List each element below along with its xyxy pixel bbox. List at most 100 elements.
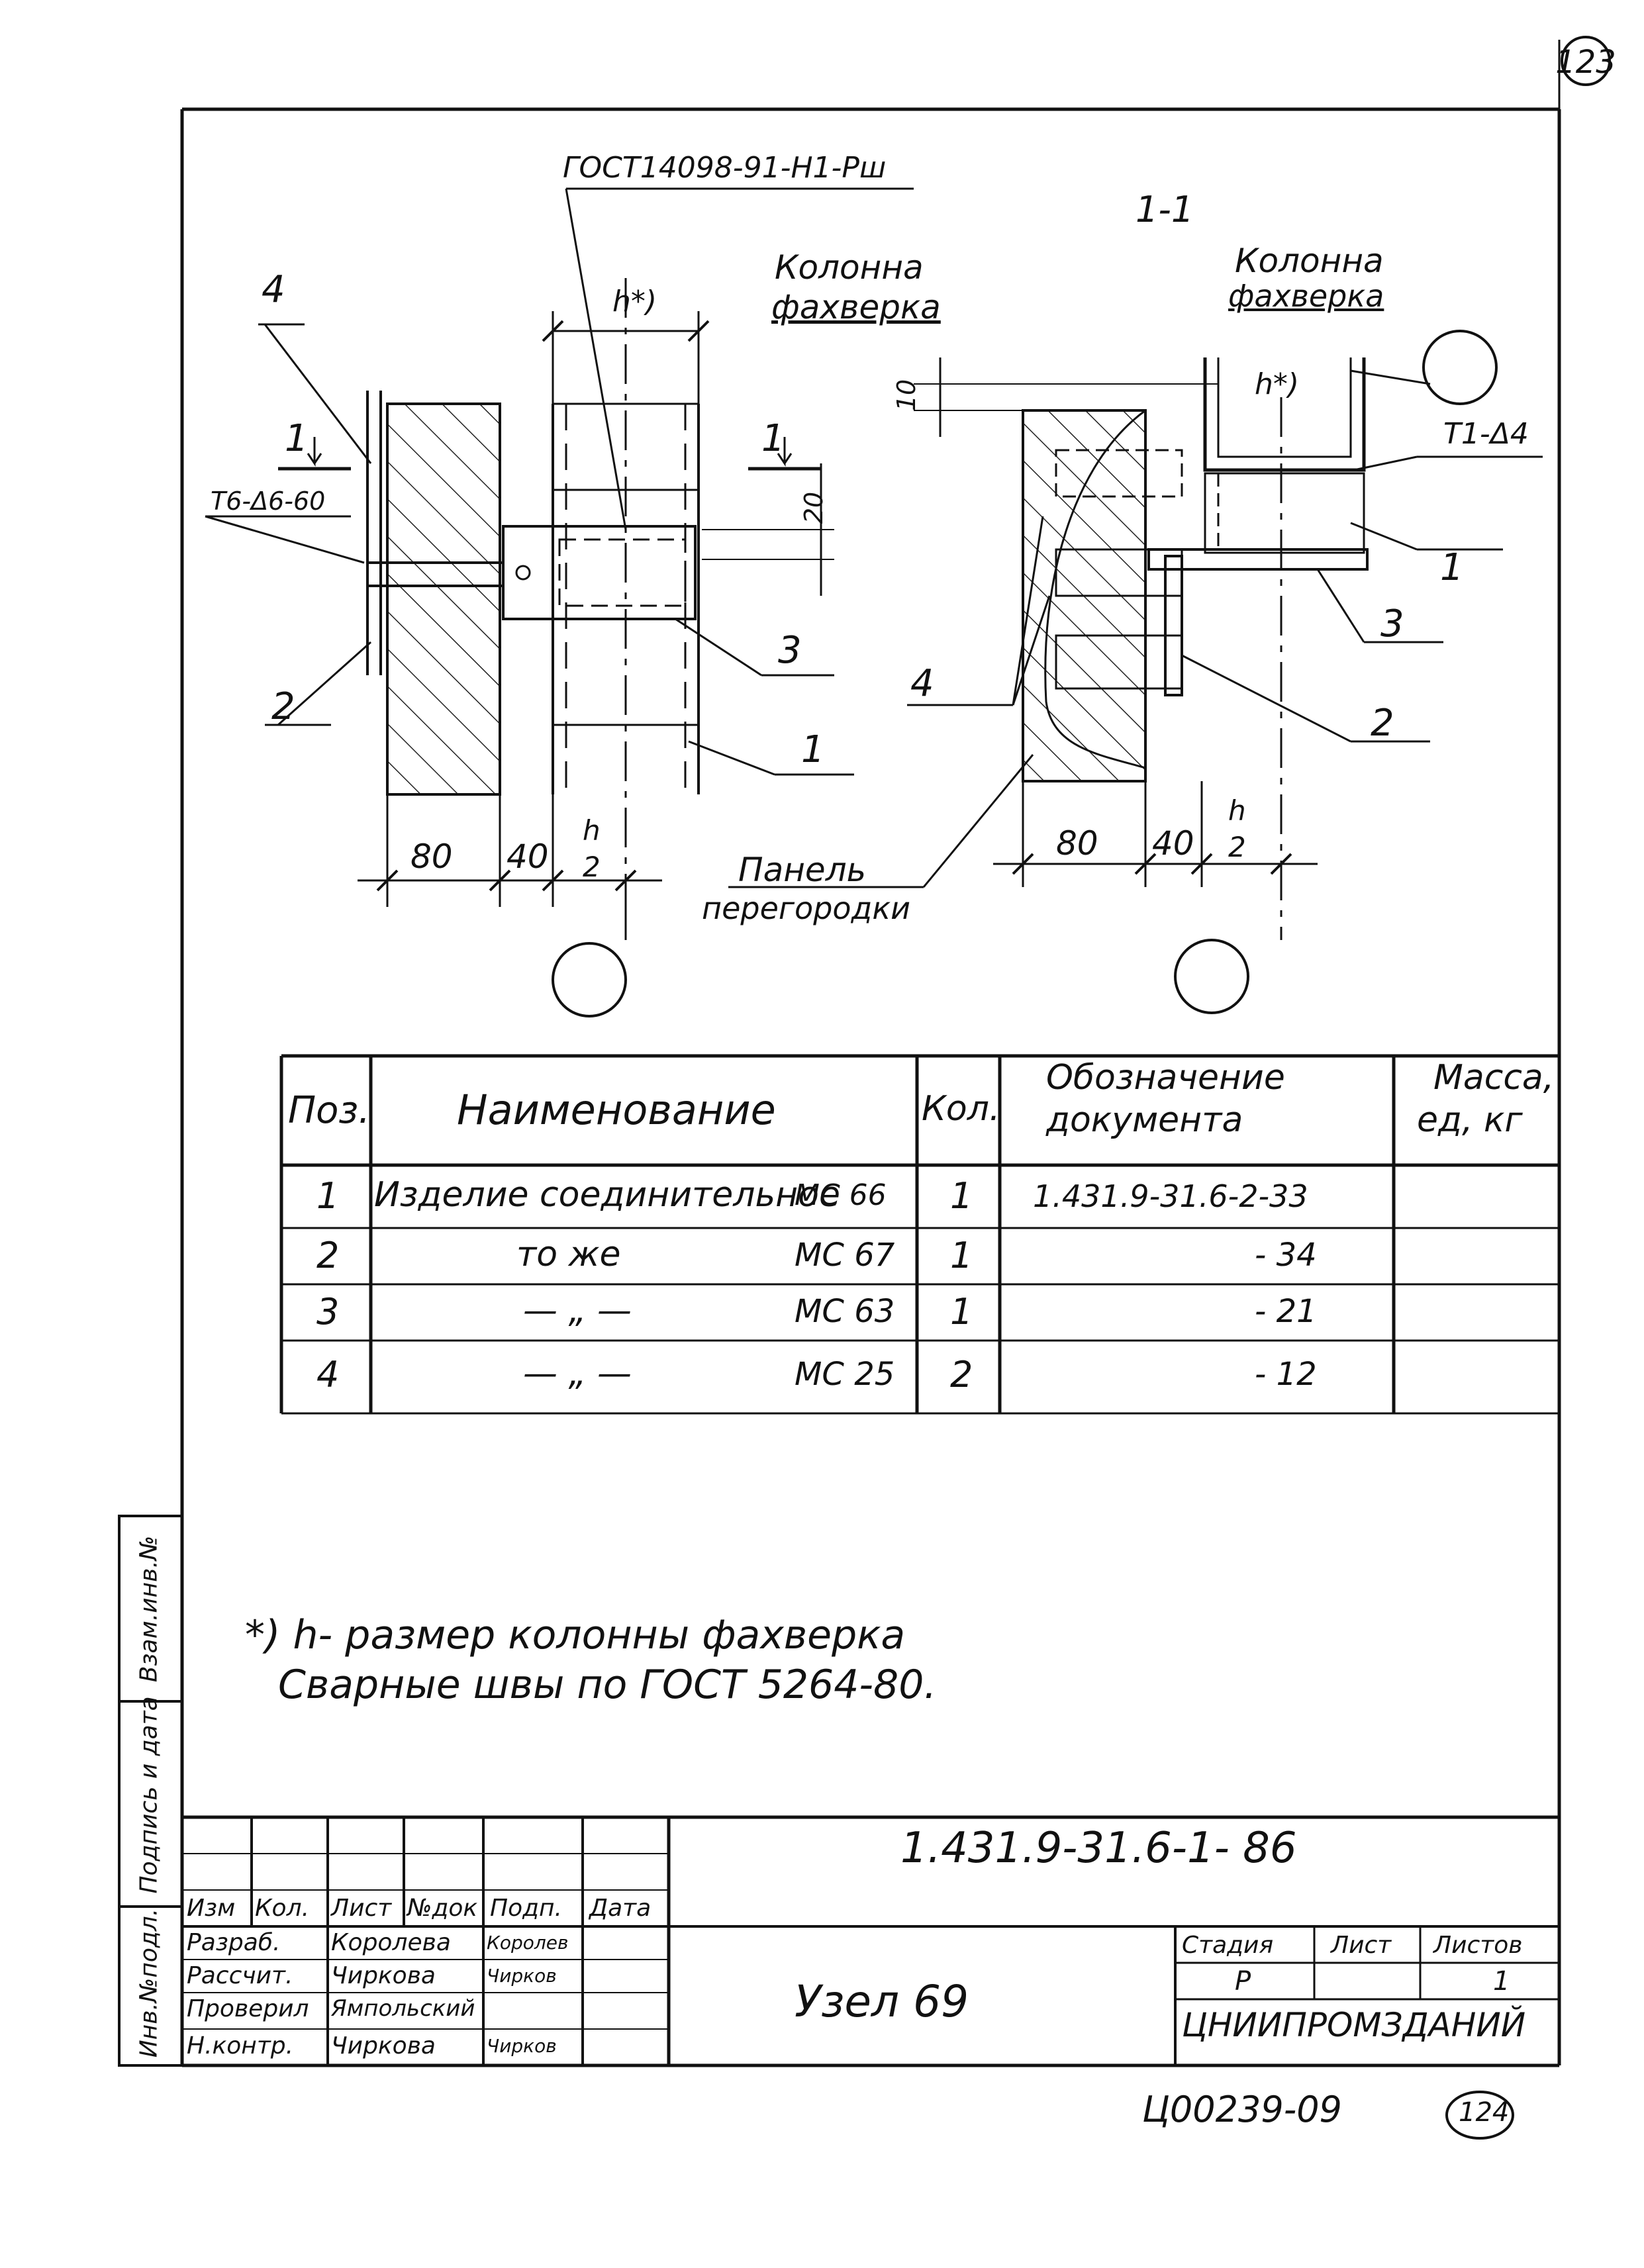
header-pos: Поз.: [288, 1089, 370, 1132]
row-2-qty: 1: [950, 1235, 973, 1276]
left-pos-2: 2: [271, 685, 295, 728]
left-dim-40: 40: [507, 837, 549, 876]
left-pos-3: 3: [778, 629, 802, 672]
right-view: [728, 330, 1543, 1014]
note-line-2: Сварные швы по ГОСТ 5264-80.: [278, 1662, 937, 1708]
row-2-mark: МС 67: [795, 1237, 895, 1274]
right-pos-2: 2: [1371, 702, 1394, 745]
name-5: Чиркова: [331, 2032, 436, 2059]
left-dim-20: 20: [799, 491, 829, 524]
row-3-mark: МС 63: [795, 1293, 895, 1330]
header-mass-2: ед, кг: [1417, 1100, 1523, 1140]
left-dim-h2-den: 2: [583, 851, 601, 883]
side-strip-signature: Подпись и дата: [135, 1696, 163, 1894]
sheet-mark-text: 123: [1555, 44, 1616, 81]
hdr-ndok: №док: [407, 1895, 478, 1922]
role-1: Разраб.: [187, 1929, 281, 1956]
hdr-kol: Кол.: [255, 1895, 310, 1922]
section-title: 1-1: [1136, 189, 1194, 230]
right-column-label-2: фахверка: [1228, 278, 1384, 314]
right-column-label-1: Колонна: [1235, 242, 1384, 280]
left-pos-1: 1: [801, 728, 825, 771]
row-3-pos: 3: [316, 1291, 340, 1333]
sign-2: Чирков: [487, 1965, 557, 1987]
doc-code: 1.431.9-31.6-1- 86: [900, 1824, 1297, 1873]
left-section-mark-b: 1: [761, 417, 785, 460]
stage-value: Р: [1235, 1966, 1251, 1997]
page-mark: 124: [1459, 2097, 1510, 2128]
left-view: [205, 187, 914, 1017]
hdr-izm: Изм: [187, 1895, 236, 1922]
sign-1: Королев: [487, 1932, 569, 1954]
left-dim-h2-num: h: [583, 814, 601, 847]
sheet-label: Лист: [1331, 1932, 1392, 1959]
sign-5: Чирков: [487, 2035, 557, 2057]
left-column-label-2: фахверка: [771, 288, 941, 326]
right-dim-h: h*): [1255, 367, 1300, 401]
right-dim-40: 40: [1152, 824, 1194, 863]
left-dim-h: h*): [612, 285, 657, 318]
row-4-qty: 2: [950, 1354, 973, 1395]
organization: ЦНИИПРОМЗДАНИЙ: [1182, 2006, 1526, 2044]
row-1-name: Изделие соединительное: [374, 1175, 840, 1215]
panel-label-1: Панель: [738, 851, 867, 889]
right-pos-3: 3: [1380, 602, 1404, 645]
header-mass-1: Масса,: [1433, 1058, 1555, 1098]
name-2: Чиркова: [331, 1962, 436, 1989]
row-2-pos: 2: [316, 1235, 340, 1276]
drawing-name: Узел 69: [795, 1976, 969, 2027]
archive-code: Ц00239-09: [1142, 2089, 1342, 2130]
row-4-pos: 4: [316, 1354, 340, 1395]
name-3: Ямпольский: [331, 1995, 475, 2022]
row-3-qty: 1: [950, 1291, 973, 1333]
title-block-grid: [182, 1815, 1559, 2065]
row-2-doc: - 34: [1255, 1237, 1317, 1274]
note-line-1: *) h- размер колонны фахверка: [245, 1612, 906, 1658]
sheet-mark: 123: [1555, 36, 1616, 86]
left-dim-80: 80: [411, 837, 453, 876]
side-strip-replaced: Взам.инв.№: [135, 1535, 163, 1683]
right-dim-10: 10: [892, 379, 922, 412]
row-1-doc: 1.431.9-31.6-2-33: [1033, 1178, 1308, 1214]
right-dim-80: 80: [1056, 824, 1098, 863]
row-3-name: — „ —: [523, 1291, 632, 1331]
hdr-list: Лист: [331, 1895, 392, 1922]
row-4-doc: - 12: [1255, 1356, 1317, 1393]
row-1-mark: МС 66: [795, 1178, 887, 1212]
row-3-doc: - 21: [1255, 1293, 1317, 1330]
header-qty: Кол.: [922, 1089, 1000, 1129]
row-4-name: — „ —: [523, 1354, 632, 1394]
row-1-qty: 1: [950, 1175, 973, 1217]
right-dim-h2-num: h: [1228, 794, 1246, 827]
hdr-data: Дата: [589, 1895, 652, 1922]
row-1-pos: 1: [316, 1175, 340, 1217]
header-doc-2: документа: [1046, 1100, 1243, 1140]
role-5: Н.контр.: [187, 2032, 294, 2059]
sheets-label: Листов: [1433, 1932, 1523, 1959]
weld-standard-note: ГОСТ14098-91-Н1-Рш: [563, 151, 887, 185]
side-strip-inv-no: Инв.№подл.: [135, 1908, 163, 2058]
left-pos-4: 4: [262, 268, 285, 311]
sheets-value: 1: [1493, 1966, 1510, 1997]
name-1: Королева: [331, 1929, 451, 1956]
right-pos-4: 4: [910, 662, 934, 705]
page-mark-oval: [1445, 2091, 1514, 2140]
left-weld-note: Т6-Δ6-60: [211, 487, 326, 516]
panel-label-2: перегородки: [702, 890, 911, 926]
right-weld-note: Т1-Δ4: [1443, 417, 1529, 451]
right-pos-1: 1: [1440, 546, 1464, 589]
header-name: Наименование: [457, 1086, 776, 1134]
row-4-mark: МС 25: [795, 1356, 895, 1393]
spec-table-grid: [279, 1054, 1559, 1415]
left-section-mark-a: 1: [285, 417, 309, 460]
side-strip-grid: [118, 1515, 183, 2067]
role-3: Проверил: [187, 1995, 309, 2022]
row-2-name: то же: [516, 1235, 621, 1274]
left-column-label-1: Колонна: [775, 248, 924, 287]
role-2: Рассчит.: [187, 1962, 293, 1989]
main-frame: [180, 40, 1561, 2067]
hdr-podp: Подп.: [490, 1895, 562, 1922]
right-dim-h2-den: 2: [1228, 831, 1246, 863]
header-doc-1: Обозначение: [1046, 1058, 1285, 1098]
